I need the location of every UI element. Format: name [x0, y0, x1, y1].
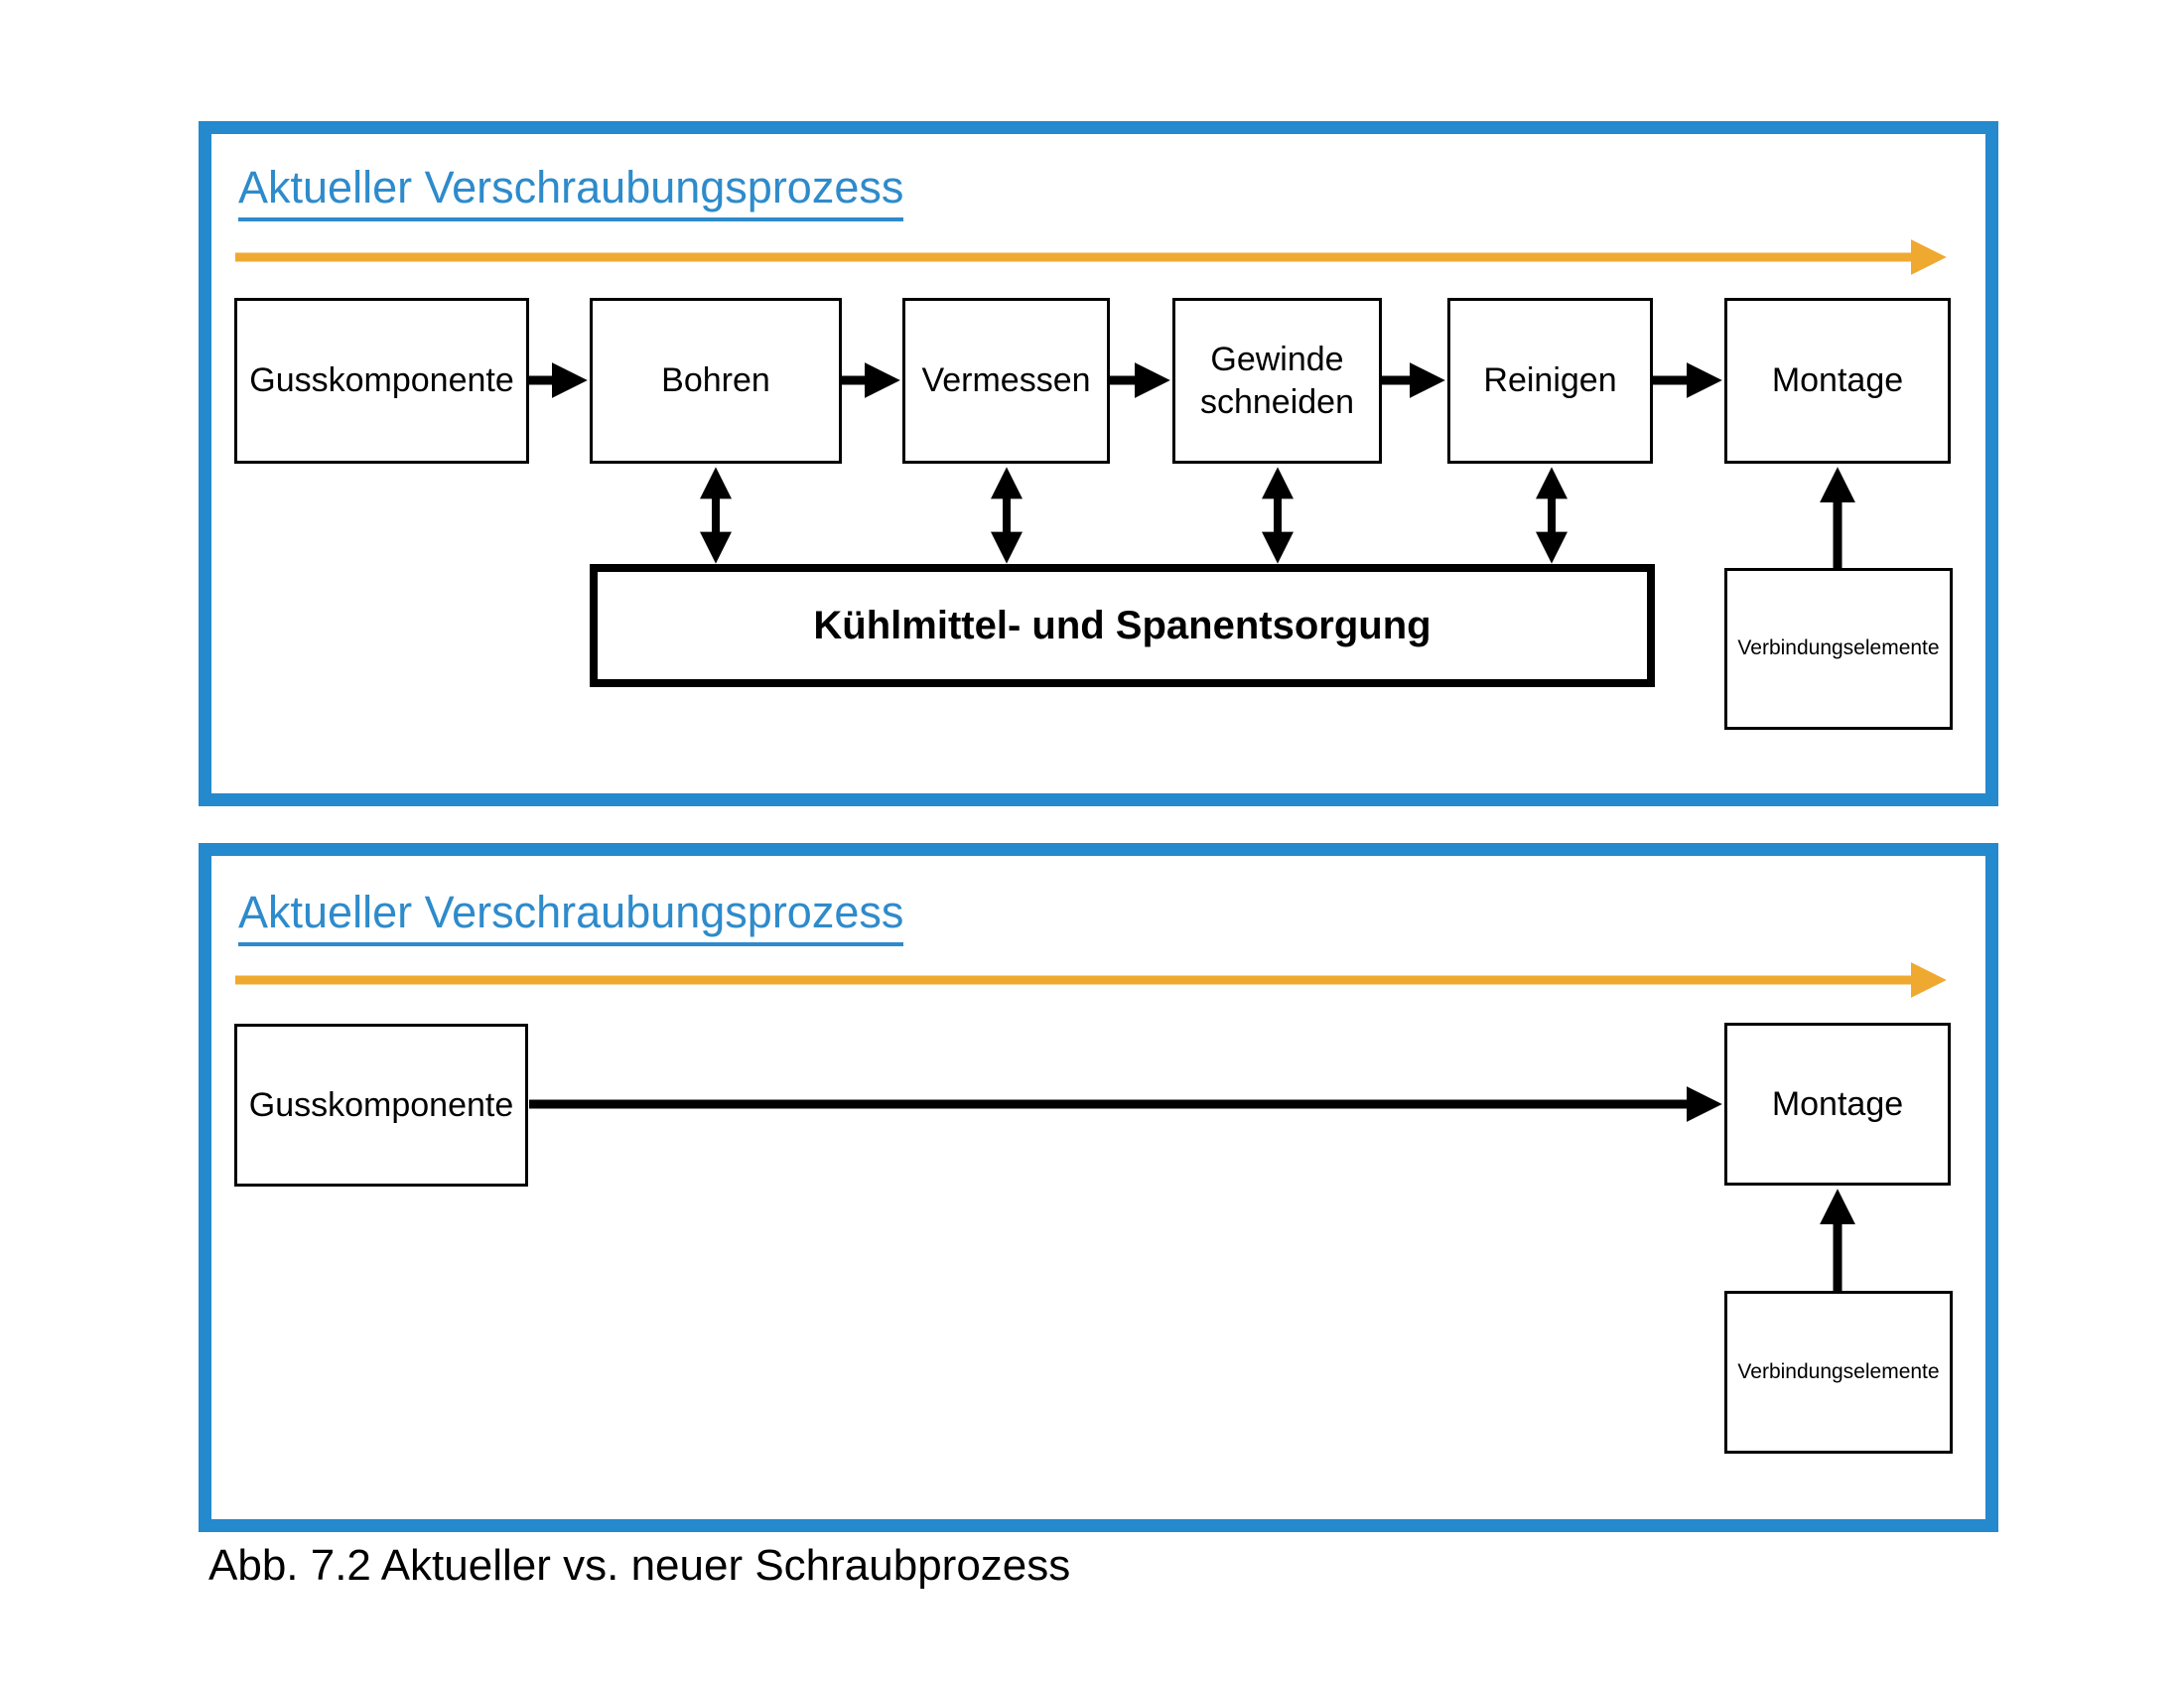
supply-box-verbindungselemente-bottom: Verbindungselemente	[1724, 1291, 1953, 1454]
process-box-gewinde-schneiden: Gewinde schneiden	[1172, 298, 1382, 464]
process-box-reinigen: Reinigen	[1447, 298, 1653, 464]
supply-box-verbindungselemente-top: Verbindungselemente	[1724, 568, 1953, 730]
figure-caption: Abb. 7.2 Aktueller vs. neuer Schraubproz…	[208, 1541, 1071, 1590]
current-process-panel	[199, 121, 1998, 806]
process-box-montage-bottom: Montage	[1724, 1023, 1951, 1186]
new-process-title: Aktueller Verschraubungsprozess	[238, 887, 904, 946]
process-box-montage-top: Montage	[1724, 298, 1951, 464]
new-process-panel	[199, 843, 1998, 1532]
current-process-title-text: Aktueller Verschraubungsprozess	[238, 162, 904, 221]
process-box-gusskomponente-bottom: Gusskomponente	[234, 1024, 528, 1187]
current-process-title: Aktueller Verschraubungsprozess	[238, 162, 904, 221]
process-box-bohren: Bohren	[590, 298, 842, 464]
new-process-title-text: Aktueller Verschraubungsprozess	[238, 887, 904, 946]
support-box-kuehlmittel-spanentsorgung: Kühlmittel- und Spanentsorgung	[590, 564, 1655, 687]
process-box-gusskomponente: Gusskomponente	[234, 298, 529, 464]
process-box-vermessen: Vermessen	[902, 298, 1110, 464]
